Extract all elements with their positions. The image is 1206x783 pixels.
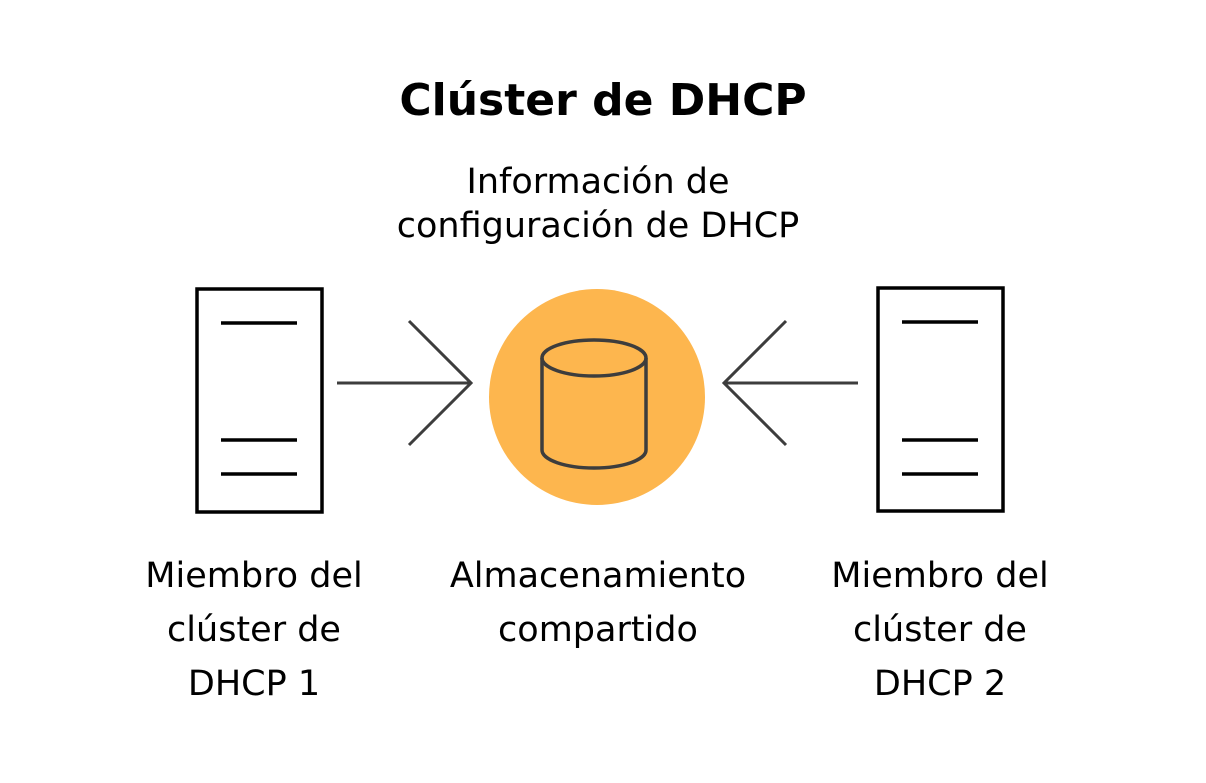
- arrow-left-icon: [721, 319, 858, 447]
- member-2-line-3: DHCP 2: [873, 664, 1007, 704]
- storage-line-2: compartido: [498, 610, 698, 650]
- left-server-icon: [195, 287, 324, 514]
- member-1-label: Miembro del clúster de DHCP 1: [104, 549, 404, 711]
- config-info-label: Información de configuración de DHCP: [348, 160, 848, 248]
- storage-circle: [489, 289, 705, 505]
- member-1-line-3: DHCP 1: [187, 664, 321, 704]
- arrow-right-icon: [337, 319, 474, 447]
- shared-storage: [489, 289, 705, 505]
- member-1-line-2: clúster de: [167, 610, 341, 650]
- member-2-label: Miembro del clúster de DHCP 2: [790, 549, 1090, 711]
- member-1-line-1: Miembro del: [145, 556, 363, 596]
- member-2-line-1: Miembro del: [831, 556, 1049, 596]
- config-info-line-2: configuración de DHCP: [396, 206, 800, 246]
- diagram-title: Clúster de DHCP: [399, 75, 807, 126]
- right-server-icon: [876, 286, 1005, 513]
- storage-line-1: Almacenamiento: [449, 556, 747, 596]
- database-icon: [540, 338, 648, 470]
- config-info-line-1: Información de: [466, 162, 730, 202]
- member-2-line-2: clúster de: [853, 610, 1027, 650]
- storage-label: Almacenamiento compartido: [438, 549, 758, 657]
